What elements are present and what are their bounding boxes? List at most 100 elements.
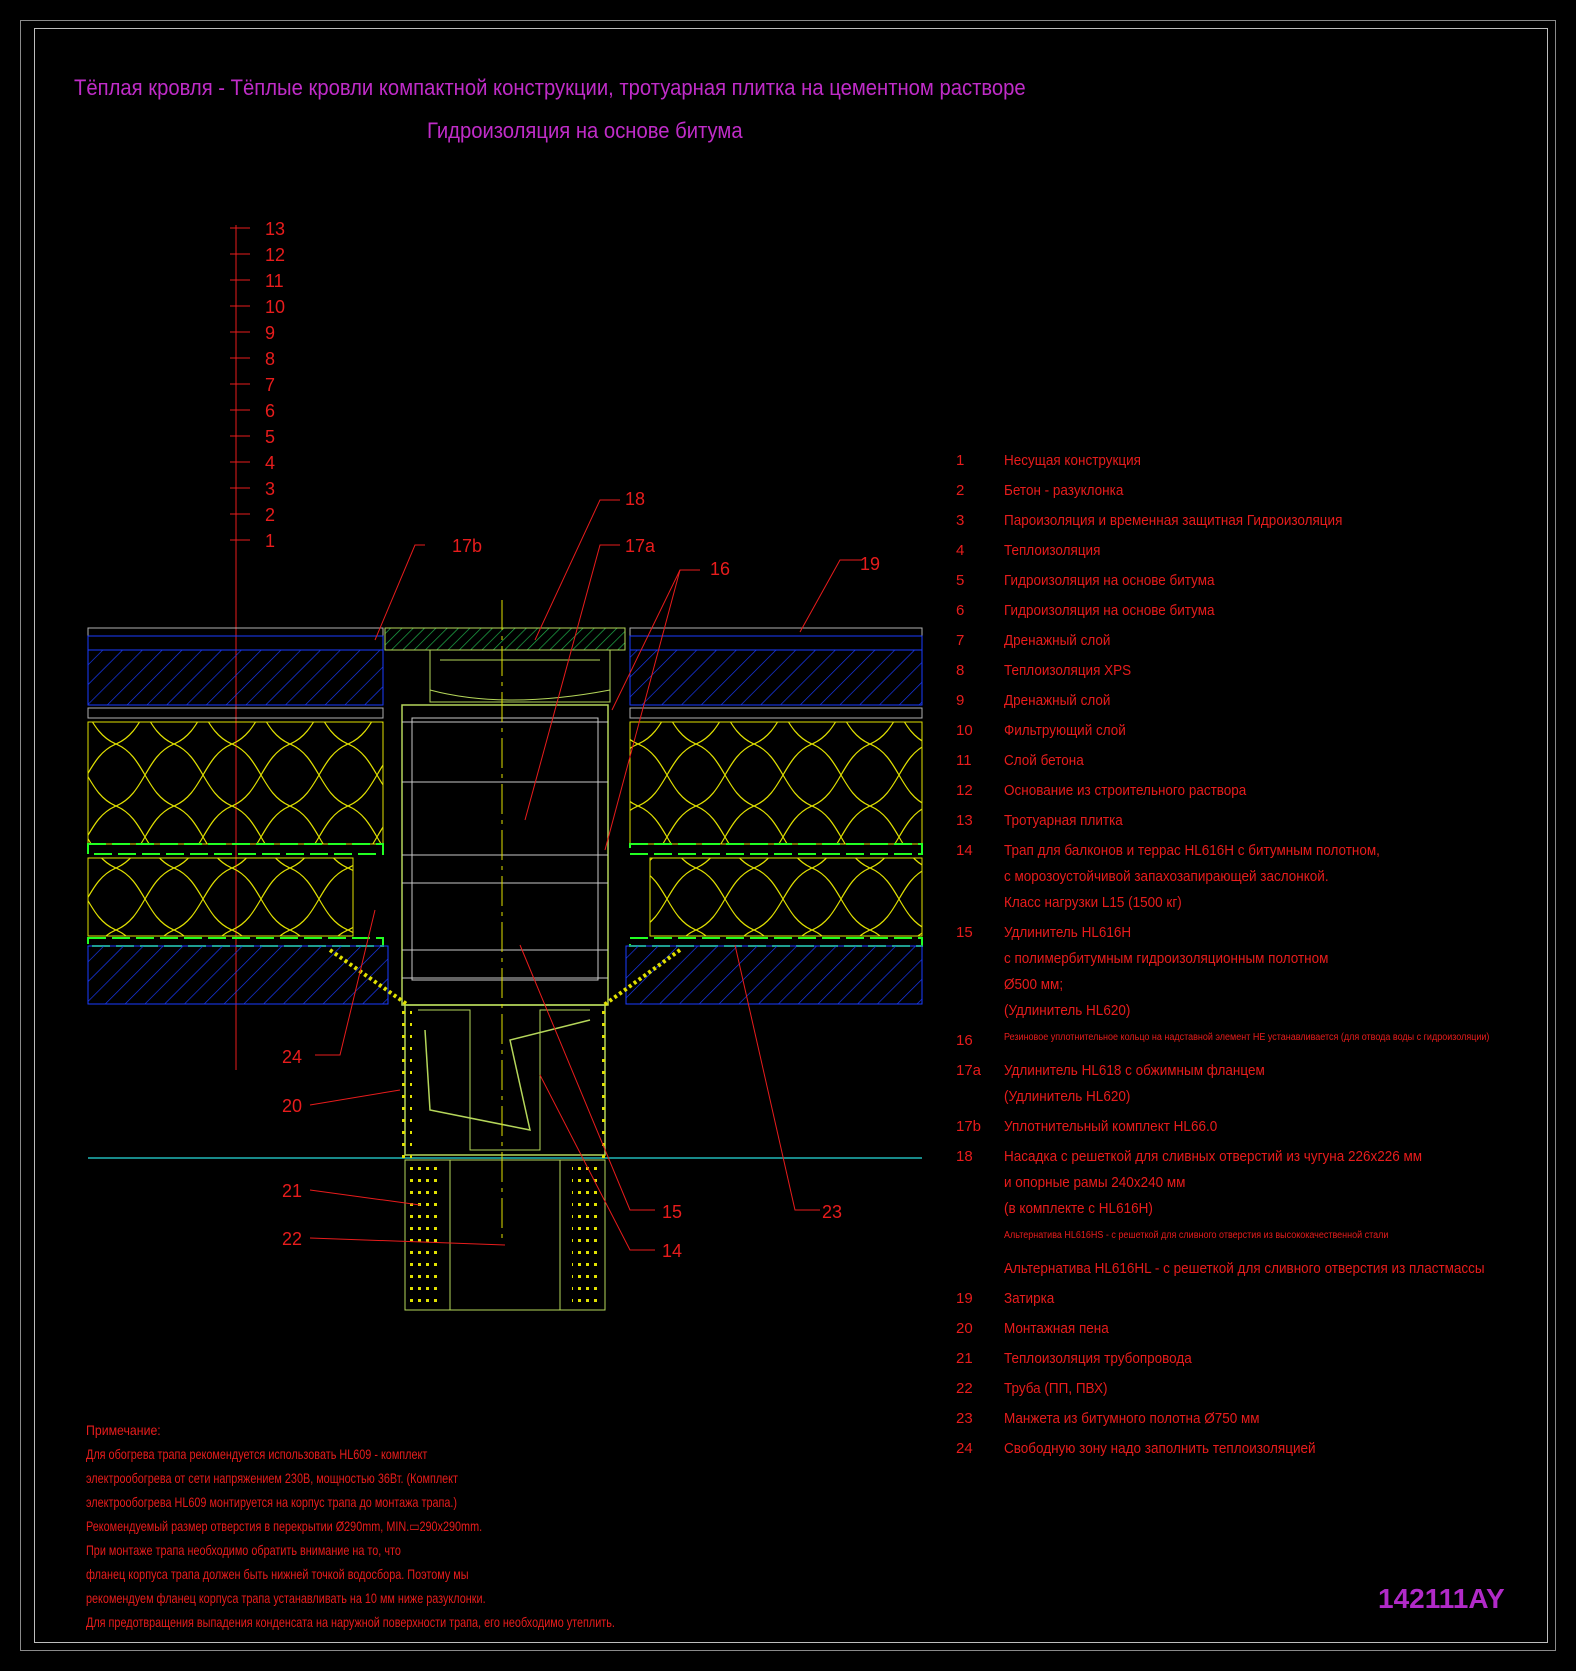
legend-text: Свободную зону надо заполнить теплоизоля… bbox=[1004, 1440, 1316, 1457]
legend-number: 14 bbox=[956, 842, 973, 859]
note-line: рекомендуем фланец корпуса трапа устанав… bbox=[86, 1590, 486, 1606]
legend-number: 15 bbox=[956, 924, 973, 941]
legend-text: (Удлинитель HL620) bbox=[1004, 1088, 1131, 1105]
note-line: При монтаже трапа необходимо обратить вн… bbox=[86, 1542, 401, 1558]
floor-drain bbox=[328, 600, 682, 1311]
inner-frame bbox=[34, 28, 1548, 1643]
note-line: Для обогрева трапа рекомендуется использ… bbox=[86, 1446, 428, 1462]
note-line: электрообогрева от сети напряжением 230В… bbox=[86, 1470, 459, 1486]
layer-scale-label: 9 bbox=[265, 323, 275, 343]
legend-text: Несущая конструкция bbox=[1004, 452, 1141, 469]
legend-text: Альтернатива HL616HL - с решеткой для сл… bbox=[1004, 1260, 1485, 1277]
legend-number: 5 bbox=[956, 572, 965, 589]
legend-number: 16 bbox=[956, 1032, 973, 1049]
legend-text: Бетон - разуклонка bbox=[1004, 482, 1124, 499]
layer-scale-label: 6 bbox=[265, 401, 275, 421]
legend-number: 6 bbox=[956, 602, 965, 619]
legend-text: Ø500 мм; bbox=[1004, 976, 1064, 993]
legend-text: с морозоустойчивой запахозапирающей засл… bbox=[1004, 868, 1329, 885]
callout-label: 19 bbox=[860, 554, 880, 574]
legend-text: Класс нагрузки L15 (1500 кг) bbox=[1004, 894, 1182, 911]
legend-text: Дренажный слой bbox=[1004, 632, 1111, 649]
legend-text: Теплоизоляция трубопровода bbox=[1004, 1350, 1192, 1367]
legend-text: Дренажный слой bbox=[1004, 692, 1111, 709]
legend-number: 23 bbox=[956, 1410, 973, 1427]
note-line: Рекомендуемый размер отверстия в перекры… bbox=[86, 1518, 483, 1534]
layer-scale-label: 1 bbox=[265, 531, 275, 551]
callout-label: 17b bbox=[452, 536, 482, 556]
callout-label: 18 bbox=[625, 489, 645, 509]
legend-text: Резиновое уплотнительное кольцо на надст… bbox=[1004, 1032, 1490, 1043]
layer-scale-label: 10 bbox=[265, 297, 285, 317]
layer-scale-label: 4 bbox=[265, 453, 275, 473]
legend-text: Уплотнительный комплект HL66.0 bbox=[1004, 1118, 1218, 1135]
layer-scale-label: 5 bbox=[265, 427, 275, 447]
legend-text: Трап для балконов и террас HL616H с биту… bbox=[1004, 842, 1380, 859]
layer-scale-label: 7 bbox=[265, 375, 275, 395]
layer-scale-label: 12 bbox=[265, 245, 285, 265]
legend-number: 24 bbox=[956, 1440, 973, 1457]
legend-text: Удлинитель HL618 с обжимным фланцем bbox=[1004, 1062, 1265, 1079]
roof-layers bbox=[87, 627, 923, 1159]
legend-text: Пароизоляция и временная защитная Гидрои… bbox=[1004, 512, 1343, 529]
legend-number: 1 bbox=[956, 452, 965, 469]
note: Примечание: Для обогрева трапа рекоменду… bbox=[86, 1418, 769, 1634]
callout-label: 14 bbox=[662, 1241, 682, 1261]
callout-label: 15 bbox=[662, 1202, 682, 1222]
legend-text: Удлинитель HL616H bbox=[1004, 924, 1132, 941]
legend-number: 9 bbox=[956, 692, 965, 709]
note-line: фланец корпуса трапа должен быть нижней … bbox=[86, 1566, 469, 1582]
legend-text: Основание из строительного раствора bbox=[1004, 782, 1247, 799]
drawing-subtitle: Гидроизоляция на основе битума bbox=[427, 118, 743, 143]
layer-scale-label: 8 bbox=[265, 349, 275, 369]
note-heading: Примечание: bbox=[86, 1422, 161, 1438]
legend-text: Теплоизоляция bbox=[1004, 542, 1101, 559]
legend-number: 19 bbox=[956, 1290, 973, 1307]
legend-text: Затирка bbox=[1004, 1290, 1055, 1307]
legend-number: 10 bbox=[956, 722, 973, 739]
legend-number: 22 bbox=[956, 1380, 973, 1397]
callout-label: 17a bbox=[625, 536, 656, 556]
layer-scale-label: 3 bbox=[265, 479, 275, 499]
legend-number: 7 bbox=[956, 632, 965, 649]
legend-text: Фильтрующий слой bbox=[1004, 722, 1126, 739]
callout-label: 20 bbox=[282, 1096, 302, 1116]
layer-scale-label: 13 bbox=[265, 219, 285, 239]
legend-number: 12 bbox=[956, 782, 973, 799]
callout-label: 23 bbox=[822, 1202, 842, 1222]
callout-leaders bbox=[309, 499, 862, 1251]
legend-text: (Удлинитель HL620) bbox=[1004, 1002, 1131, 1019]
legend-text: Манжета из битумного полотна Ø750 мм bbox=[1004, 1410, 1260, 1427]
legend-number: 21 bbox=[956, 1350, 973, 1367]
note-line: Для предотвращения выпадения конденсата … bbox=[86, 1614, 615, 1630]
legend-number: 17a bbox=[956, 1062, 982, 1079]
legend-text: Гидроизоляция на основе битума bbox=[1004, 572, 1215, 589]
legend-text: Гидроизоляция на основе битума bbox=[1004, 602, 1215, 619]
legend-number: 18 bbox=[956, 1148, 973, 1165]
drawing-code: 142111AY bbox=[1378, 1583, 1505, 1614]
legend-text: (в комплекте с HL616H) bbox=[1004, 1200, 1153, 1217]
legend-text: Альтернатива HL616HS - с решеткой для сл… bbox=[1004, 1230, 1389, 1241]
callout-label: 16 bbox=[710, 559, 730, 579]
callout-label: 22 bbox=[282, 1229, 302, 1249]
legend-text: Монтажная пена bbox=[1004, 1320, 1109, 1337]
legend-text: Слой бетона bbox=[1004, 752, 1084, 769]
legend-number: 17b bbox=[956, 1118, 982, 1135]
callout-label: 21 bbox=[282, 1181, 302, 1201]
legend-text: Насадка с решеткой для сливных отверстий… bbox=[1004, 1148, 1423, 1165]
drawing-title: Тёплая кровля - Тёплые кровли компактной… bbox=[74, 75, 1026, 100]
legend-number: 8 bbox=[956, 662, 965, 679]
legend-number: 11 bbox=[956, 752, 972, 769]
legend-number: 2 bbox=[956, 482, 965, 499]
legend-text: и опорные рамы 240x240 мм bbox=[1004, 1174, 1186, 1191]
legend-number: 20 bbox=[956, 1320, 973, 1337]
legend-text: с полимербитумным гидроизоляционным поло… bbox=[1004, 950, 1329, 967]
callout-label: 24 bbox=[282, 1047, 302, 1067]
legend-text: Труба (ПП, ПВХ) bbox=[1004, 1380, 1108, 1397]
legend-number: 3 bbox=[956, 512, 965, 529]
legend-number: 13 bbox=[956, 812, 973, 829]
legend-text: Теплоизоляция XPS bbox=[1004, 662, 1132, 679]
layer-scale-label: 2 bbox=[265, 505, 275, 525]
note-line: электрообогрева HL609 монтируется на кор… bbox=[86, 1494, 458, 1510]
